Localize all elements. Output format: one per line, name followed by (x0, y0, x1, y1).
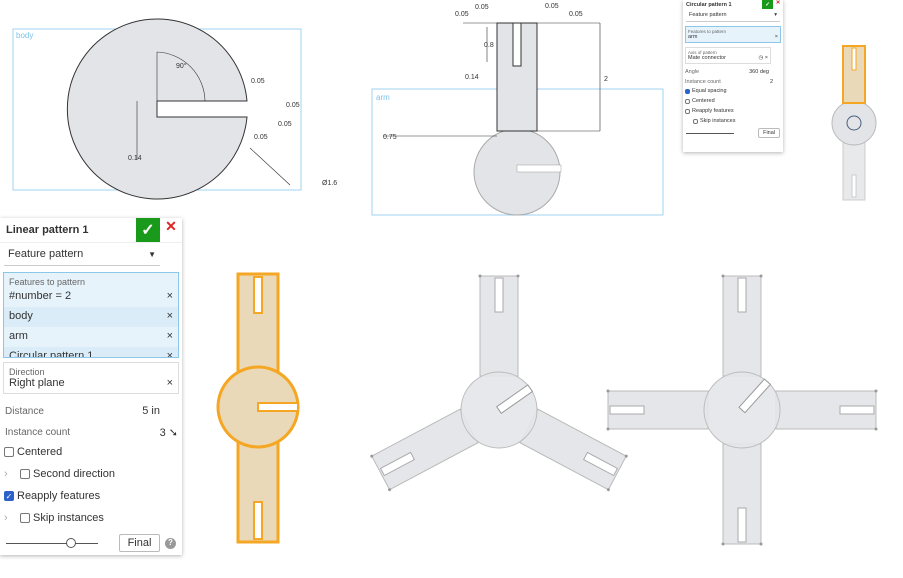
body-sketch: body 90° 0.05 0.05 0.05 0.05 0.14 Ø1.6 (12, 18, 337, 200)
feature-item: #number = 2 (9, 290, 72, 302)
direction-field[interactable]: Direction Right plane× (3, 362, 179, 394)
chevron-right-icon: › (4, 512, 8, 524)
dimension[interactable]: 0.05 (254, 134, 268, 141)
instance-count-input[interactable]: 3 (159, 427, 166, 439)
remove-icon[interactable]: × (166, 350, 173, 358)
pattern-type-select[interactable]: Feature pattern▼ (4, 243, 160, 266)
chevron-right-icon: › (4, 468, 8, 480)
dimension[interactable]: 0.05 (251, 78, 265, 85)
dimension[interactable]: 0.05 (475, 4, 489, 11)
reapply-checkbox[interactable]: ✓Reapply features (4, 490, 101, 502)
pattern-arm (721, 274, 763, 377)
dimension[interactable]: 2 (604, 76, 608, 83)
slider[interactable] (686, 132, 734, 134)
linear-pattern-panel: Linear pattern 1 ✓✕ Feature pattern▼ Fea… (0, 218, 182, 555)
centered-checkbox[interactable]: Centered (683, 96, 783, 106)
final-button[interactable]: Final (758, 128, 780, 138)
angle-dimension[interactable]: 90° (176, 62, 187, 70)
panel-title: Linear pattern 1 (6, 224, 89, 236)
confirm-button[interactable]: ✓ (762, 0, 773, 9)
mate-connector-icon[interactable] (846, 115, 862, 131)
four-arm-pattern[interactable] (606, 274, 878, 546)
features-to-pattern-field[interactable]: Features to pattern arm× (685, 26, 781, 43)
cancel-button[interactable]: ✕ (775, 0, 781, 6)
slider[interactable] (6, 537, 98, 548)
skip-instances-checkbox[interactable]: Skip instances (683, 116, 783, 126)
dimension[interactable]: 0.05 (545, 3, 559, 10)
sketch-name: body (16, 31, 33, 40)
selected-pattern-part[interactable] (216, 272, 300, 544)
pattern-arm (775, 389, 878, 431)
feature-item: body (9, 310, 33, 322)
arm-sketch: arm 0.05 0.05 0.05 0.05 0.8 0.14 2 0.75 (371, 3, 664, 216)
dimension[interactable]: 0.05 (278, 121, 292, 128)
features-to-pattern-field[interactable]: Features to pattern #number = 2× body× a… (3, 272, 179, 358)
centered-checkbox[interactable]: Centered (0, 441, 182, 463)
distance-input[interactable]: 5 in (142, 405, 160, 417)
dimension[interactable]: 0.75 (383, 134, 397, 141)
feature-item: arm (688, 34, 698, 40)
pattern-arm (606, 389, 709, 431)
dimension[interactable]: 0.05 (286, 102, 300, 109)
dimension[interactable]: 0.14 (465, 74, 479, 81)
dimension[interactable]: 0.14 (128, 155, 142, 162)
remove-icon[interactable]: × (166, 310, 173, 322)
direction-arrow-icon[interactable]: ➘ (168, 427, 178, 439)
dimension[interactable]: 0.05 (569, 11, 583, 18)
reapply-checkbox[interactable]: Reapply features (683, 106, 783, 116)
second-direction-checkbox[interactable]: ›Second direction (4, 468, 115, 480)
pattern-arm (478, 274, 520, 377)
dimension[interactable]: 0.8 (484, 42, 494, 49)
dimension[interactable]: 0.05 (455, 11, 469, 18)
axis-field[interactable]: Axis of pattern Mate connector◷ × (685, 47, 771, 64)
pattern-type-select[interactable]: Feature pattern▾ (686, 9, 780, 22)
remove-icon[interactable]: × (166, 290, 173, 302)
circular-pattern-preview (831, 45, 877, 201)
three-arm-pattern[interactable] (370, 274, 629, 492)
sketch-name: arm (376, 93, 390, 102)
equal-spacing-checkbox[interactable]: Equal spacing (683, 86, 783, 96)
help-icon[interactable]: ? (165, 537, 176, 549)
diameter-dimension[interactable]: Ø1.6 (322, 180, 337, 187)
instance-count-input[interactable]: 2 (769, 79, 773, 85)
pattern-arm (721, 443, 763, 546)
body-profile[interactable] (66, 18, 248, 200)
remove-icon[interactable]: × (774, 34, 778, 40)
feature-item: arm (9, 330, 28, 342)
cancel-button[interactable]: ✕ (165, 218, 177, 234)
final-button[interactable]: Final (118, 534, 161, 552)
remove-icon[interactable]: × (166, 330, 173, 342)
feature-item: Circular pattern 1 (9, 350, 94, 358)
panel-title: Circular pattern 1 (686, 1, 732, 8)
angle-input[interactable]: 360 deg (749, 69, 769, 75)
circular-pattern-panel: Circular pattern 1 ✓✕ Feature pattern▾ F… (683, 0, 783, 152)
confirm-button[interactable]: ✓ (136, 218, 160, 242)
skip-instances-checkbox[interactable]: ›Skip instances (4, 512, 104, 524)
